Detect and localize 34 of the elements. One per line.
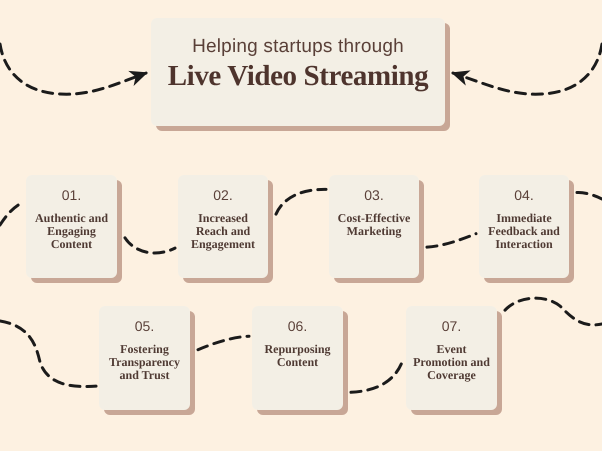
curved-arrow [451,42,602,96]
subtitle: Helping startups through [192,36,404,58]
dashed-connector [350,360,404,394]
step-card [329,175,419,278]
step-text: Fostering Transparency and Trust [108,343,181,382]
step-text: Repurposing Content [263,343,332,369]
step-number: 06. [288,318,308,335]
step-number: 07. [442,318,462,335]
step-card [99,306,190,410]
dashed-connector [504,296,602,326]
dashed-connector [196,334,250,352]
step-text: Event Promotion and Coverage [412,343,491,382]
dashed-connector [426,232,478,249]
dashed-connector [576,190,602,200]
dashed-connector [124,236,176,254]
step-text: Authentic and Engaging Content [34,212,109,251]
title-text: Live Video Streaming [168,59,428,93]
step-text: Cost-Effective Marketing [336,212,412,238]
step-text: Increased Reach and Engagement [190,212,256,251]
step-card [26,175,117,278]
step-card [479,175,569,278]
step-number: 01. [62,187,82,204]
step-number: 05. [134,318,154,335]
step-card [178,175,268,278]
step-number: 03. [364,187,384,204]
step-number: 02. [213,187,233,204]
step-card [252,306,343,410]
curved-arrow [0,42,148,96]
dashed-connector [274,188,328,216]
step-number: 04. [514,187,534,204]
step-card [406,306,497,410]
title-card [151,18,445,126]
dashed-connector [0,320,98,388]
step-text: Immediate Feedback and Interaction [487,212,561,251]
